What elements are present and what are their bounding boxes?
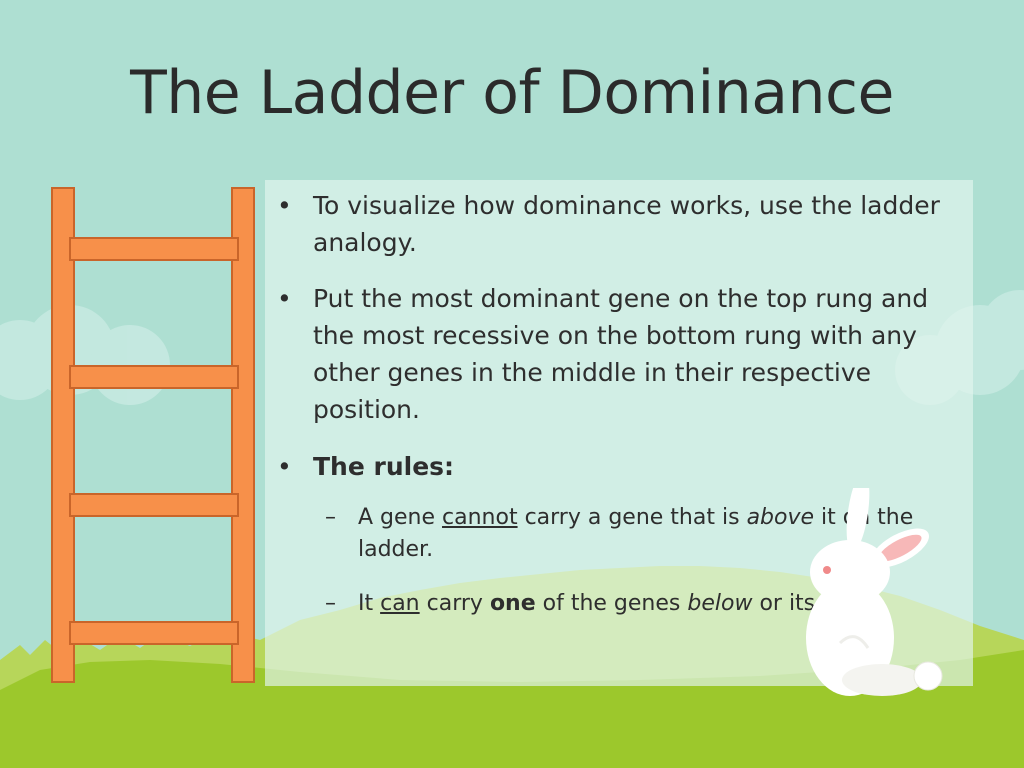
rule-text: It can carry one of the genes below or i… [358,588,958,620]
ladder-illustration [51,187,255,683]
rule-emphasis-italic: below [687,591,753,616]
rule-text-part: carry [419,591,490,616]
rule-text-part: It [358,591,381,616]
rule-marker: – [325,591,336,616]
bullet-marker: • [277,452,292,481]
rule-emphasis-italic: above [746,505,815,530]
page-title: The Ladder of Dominance [130,58,894,128]
rule-text-part: A gene [358,505,443,530]
rule-marker: – [325,505,336,530]
bullet-text: To visualize how dominance works, use th… [313,191,940,257]
bullet-text: The rules: [313,452,455,481]
bullet-marker: • [277,284,292,313]
rule-text-part: carry a gene that is [517,505,747,530]
bullet-marker: • [277,191,292,220]
rule-emphasis-bold: one [489,591,536,616]
rule-text-part: of the genes [535,591,688,616]
rule-emphasis-underline: cannot [442,505,518,530]
bullet-text: Put the most dominant gene on the top ru… [313,284,929,424]
bunny-illustration [806,488,943,696]
rule-text: A gene cannot carry a gene that is above… [358,502,958,566]
rule-emphasis-underline: can [380,591,420,616]
content-panel: • To visualize how dominance works, use … [265,180,973,686]
